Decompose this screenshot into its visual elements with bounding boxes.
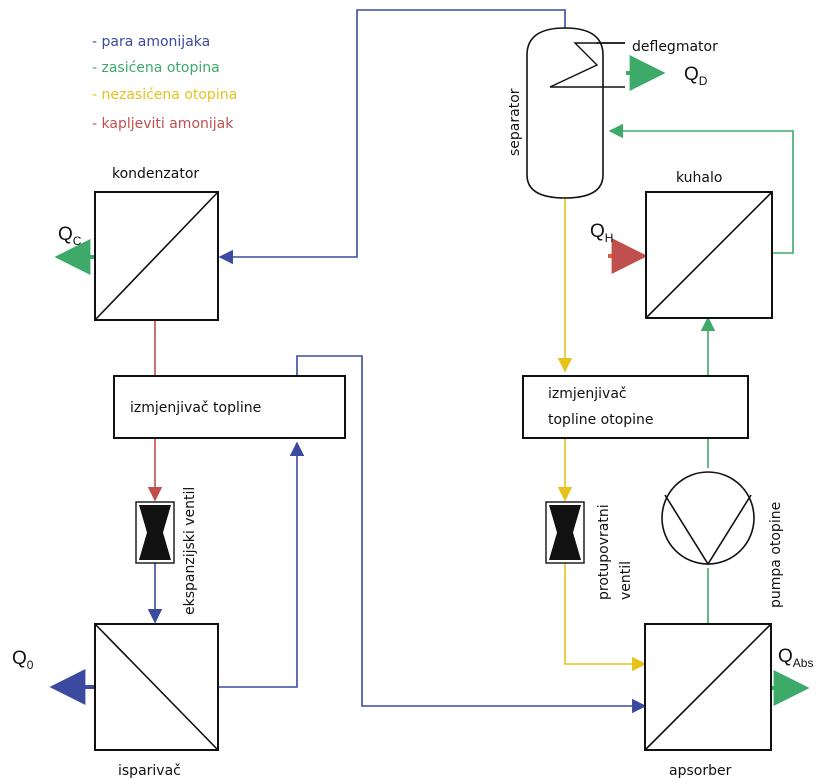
solution-heat-exchanger bbox=[522, 375, 749, 439]
vapor-line-hx-to-absorber bbox=[296, 355, 647, 714]
dephlegmator-coil bbox=[549, 42, 625, 88]
check-valve bbox=[545, 501, 585, 564]
saturated-line-generator-to-separator bbox=[608, 123, 794, 254]
condenser bbox=[94, 191, 219, 321]
evaporator-label: isparivač bbox=[118, 763, 181, 778]
legend-saturated: - zasićena otopina bbox=[92, 60, 220, 76]
generator-label: kuhalo bbox=[676, 170, 722, 186]
legend-unsaturated: - nezasićena otopina bbox=[92, 87, 237, 103]
evaporator bbox=[94, 623, 219, 751]
legend-vapor: - para amonijaka bbox=[92, 34, 210, 50]
solution-pump-label: pumpa otopine bbox=[768, 502, 784, 608]
condenser-label: kondenzator bbox=[112, 166, 199, 182]
unsaturated-line-valve-to-absorber bbox=[564, 563, 647, 672]
q0-label: Q0 bbox=[12, 648, 34, 672]
heat-exchanger-label: izmjenjivač topline bbox=[130, 400, 261, 416]
check-valve-label-line1: protupovratni bbox=[596, 504, 612, 600]
dephlegmator-label: deflegmator bbox=[632, 39, 718, 55]
absorber bbox=[644, 623, 772, 751]
heat-exchanger bbox=[113, 375, 346, 439]
solution-pump bbox=[661, 471, 755, 566]
vapor-line-evaporator-to-hx bbox=[218, 441, 305, 688]
generator bbox=[645, 191, 773, 319]
legend: - para amonijaka - zasićena otopina - ne… bbox=[92, 34, 237, 132]
qd-label: QD bbox=[684, 64, 708, 88]
separator-label: separator bbox=[507, 88, 523, 156]
solution-hx-label-line1: izmjenjivač bbox=[548, 386, 627, 402]
legend-liquid: - kapljeviti amonijak bbox=[92, 116, 234, 132]
qabs-label: QAbs bbox=[778, 646, 813, 670]
expansion-valve bbox=[135, 501, 175, 564]
vapor-line-to-condenser bbox=[218, 9, 566, 265]
qh-label: QH bbox=[590, 221, 613, 245]
check-valve-label-line2: ventil bbox=[618, 561, 634, 600]
expansion-valve-label: ekspanzijski ventil bbox=[182, 487, 198, 615]
separator bbox=[526, 27, 625, 199]
solution-hx-label-line2: topline otopine bbox=[548, 412, 654, 428]
qc-label: QC bbox=[58, 224, 82, 248]
absorber-label: apsorber bbox=[669, 763, 732, 778]
